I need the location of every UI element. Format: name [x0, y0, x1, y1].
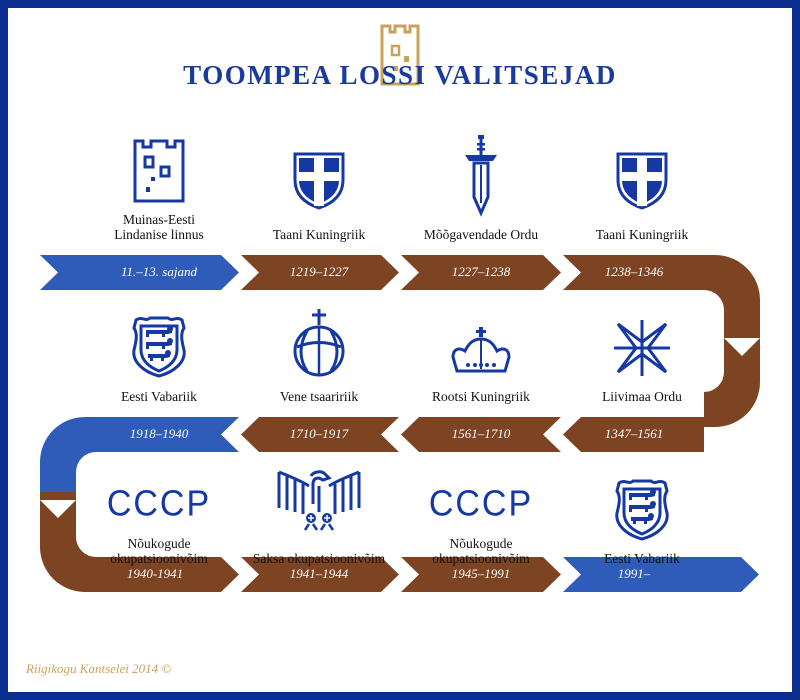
ruler-label: Rootsi Kuningriik [432, 389, 530, 404]
danish-shield-icon [291, 150, 347, 216]
timeline-segment [241, 557, 399, 592]
ruler-label: Vene tsaaririik [279, 389, 359, 404]
timeline-segment [563, 557, 759, 592]
eagle-icon [275, 468, 363, 536]
ruler-label: Muinas-Eesti Lindanise linnus [114, 212, 204, 242]
timeline-segment [241, 255, 399, 290]
period-label: 1561–1710 [451, 426, 511, 441]
timeline-segment [94, 557, 239, 592]
ruler-label: Nõukogude okupatsioonivõim [110, 536, 208, 566]
crown-icon [450, 325, 512, 381]
ruler-label: Eesti Vabariik [121, 389, 197, 404]
page-title: TOOMPEA LOSSI VALITSEJAD [183, 60, 617, 90]
period-label: 1710–1917 [289, 426, 349, 441]
timeline-segment [563, 255, 706, 290]
order-cross-icon [612, 318, 672, 382]
cccp-text: CCCP [106, 484, 212, 524]
ruler-label: Liivimaa Ordu [602, 389, 682, 404]
period-label: 1918–1940 [129, 426, 189, 441]
curve-left-arrow [40, 500, 76, 518]
period-label: 1227–1238 [451, 264, 511, 279]
ruler-label: Taani Kuningriik [272, 227, 366, 242]
timeline-segment [401, 557, 561, 592]
curve-right-arrow [724, 338, 760, 356]
globus-cruciger-icon [291, 307, 347, 383]
cccp-text: CCCP [428, 484, 534, 524]
sword-icon [461, 133, 501, 221]
ruler-label: Taani Kuningriik [595, 227, 689, 242]
danish-shield-icon [614, 150, 670, 216]
cccp-icon: CCCP [106, 484, 212, 524]
ruler-label: Mõõgavendade Ordu [423, 227, 539, 242]
timeline-segment [94, 417, 239, 452]
period-label: 11.–13. sajand [121, 264, 197, 279]
period-label: 1347–1561 [604, 426, 664, 441]
period-label: 1940-1941 [126, 566, 184, 581]
curve-left-top [40, 417, 96, 492]
timeline-segment [401, 417, 561, 452]
timeline-segment [563, 417, 704, 452]
tower-icon [129, 135, 189, 209]
timeline-segment [40, 255, 239, 290]
ruler-label: Eesti Vabariik [604, 551, 680, 566]
ruler-label: Nõukogude okupatsioonivõim [432, 536, 530, 566]
period-label: 1238–1346 [604, 264, 664, 279]
period-label: 1219–1227 [289, 264, 349, 279]
period-label: 1941–1944 [289, 566, 349, 581]
curve-left-bottom [40, 492, 96, 592]
cccp-icon: CCCP [428, 484, 534, 524]
timeline-segment [241, 417, 399, 452]
estonian-coat-of-arms-icon [611, 475, 673, 545]
period-label: 1945–1991 [451, 566, 511, 581]
ruler-label: Saksa okupatsioonivõim [252, 551, 386, 566]
castle-logo-icon [380, 24, 420, 86]
period-label: 1991– [617, 566, 651, 581]
estonian-coat-of-arms-icon [128, 312, 190, 382]
timeline-segment [401, 255, 561, 290]
footer-credit: Riigikogu Kantselei 2014 © [26, 661, 172, 676]
